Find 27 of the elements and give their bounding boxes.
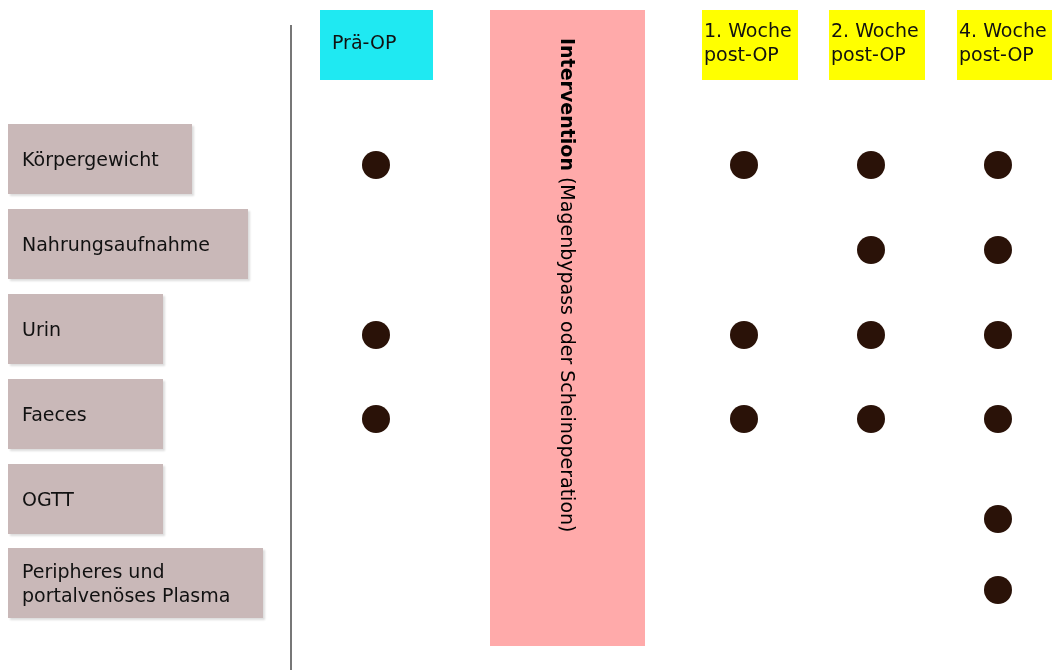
column-header: 4. Woche post-OP [957,10,1052,80]
row-header: Nahrungsaufnahme [8,209,248,279]
dot-marker [857,321,885,349]
dot-marker [857,151,885,179]
dot-marker [984,151,1012,179]
dot-marker [362,151,390,179]
column-header: 1. Woche post-OP [702,10,798,80]
row-header: Urin [8,294,163,364]
column-header: 2. Woche post-OP [829,10,925,80]
dot-marker [984,236,1012,264]
row-header: Faeces [8,379,163,449]
dot-marker [730,151,758,179]
row-header: Peripheres und portalvenöses Plasma [8,548,263,618]
row-header: OGTT [8,464,163,534]
intervention-band: Intervention (Magenbypass oder Scheinoperation) [490,10,645,646]
column-header: Prä-OP [320,10,433,80]
dot-marker [857,236,885,264]
dot-marker [362,405,390,433]
dot-marker [362,321,390,349]
dot-marker [984,576,1012,604]
dot-marker [857,405,885,433]
row-header: Körpergewicht [8,124,192,194]
dot-marker [984,505,1012,533]
dot-marker [984,405,1012,433]
dot-marker [984,321,1012,349]
dot-marker [730,405,758,433]
dot-marker [730,321,758,349]
